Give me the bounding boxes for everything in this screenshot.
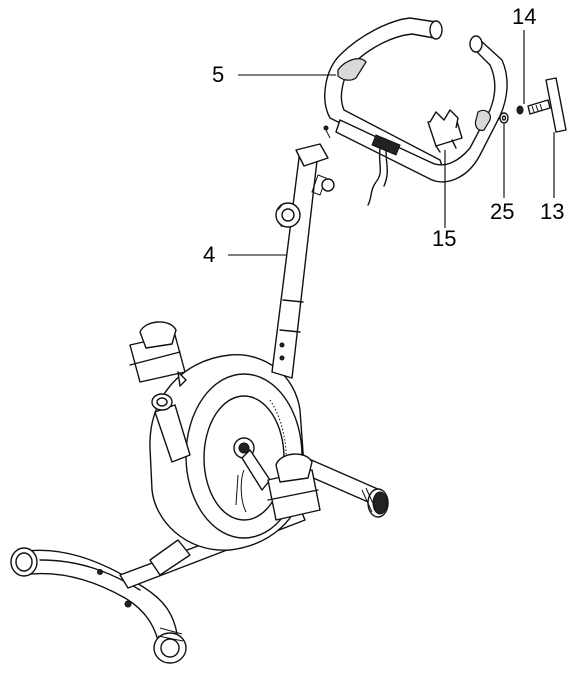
spring-washer-14: [516, 105, 524, 115]
leader-lines: [228, 30, 555, 256]
callout-25: 25: [490, 199, 515, 224]
console-bracket: [427, 109, 463, 153]
callout-14: 14: [512, 4, 537, 29]
handlebar: [324, 17, 508, 206]
t-bolt-13: [527, 99, 551, 115]
side-knob: [151, 393, 191, 463]
fastener-set: [499, 77, 567, 133]
handlebar-post: [271, 125, 335, 379]
washer-25: [499, 112, 509, 124]
callout-5: 5: [212, 62, 225, 87]
callout-4: 4: [203, 242, 216, 267]
right-pedal: [267, 453, 321, 521]
left-pedal: [129, 321, 187, 387]
callout-15: 15: [432, 226, 457, 251]
callout-13: 13: [540, 199, 565, 224]
